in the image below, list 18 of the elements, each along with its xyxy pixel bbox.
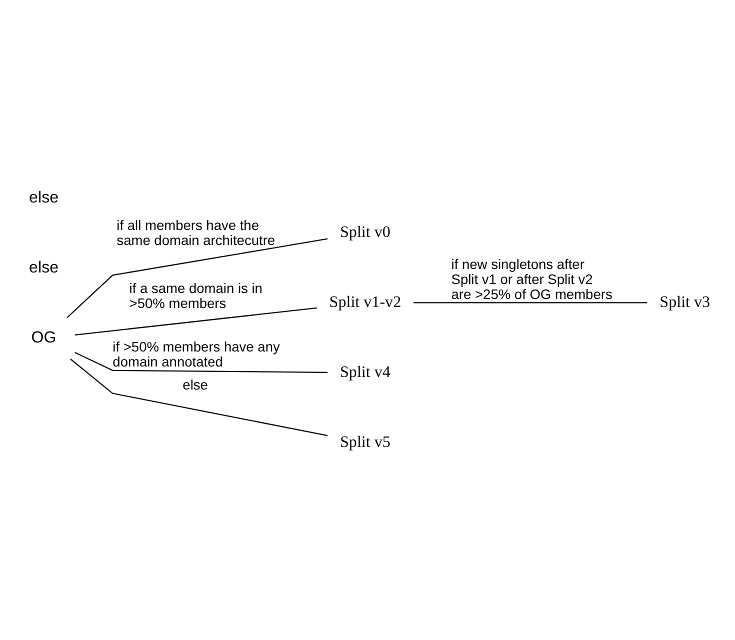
connector	[74, 351, 328, 372]
node-text: Split v1-v2	[329, 293, 402, 310]
connector	[66, 238, 328, 318]
connector	[414, 302, 648, 303]
edge-label: if a same domain is in >50% members	[129, 280, 262, 310]
edge-label: if new singletons after Split v1 or after Split v2 are >25% of OG members	[451, 256, 612, 302]
label: else	[29, 258, 59, 276]
node-text: Split v5	[340, 433, 390, 450]
edge-label: if >50% members have any domain annotated	[112, 339, 280, 370]
connector	[74, 306, 318, 336]
node-text: Split v0	[340, 223, 390, 240]
connector	[70, 358, 328, 436]
node-text: Split v4	[340, 363, 390, 380]
node-text: OG	[31, 328, 56, 346]
label: else	[29, 188, 59, 206]
edge-label: if all members have the same domain architecutre	[116, 217, 276, 248]
edge-label: else	[182, 376, 208, 392]
node-text: Split v3	[660, 293, 710, 310]
